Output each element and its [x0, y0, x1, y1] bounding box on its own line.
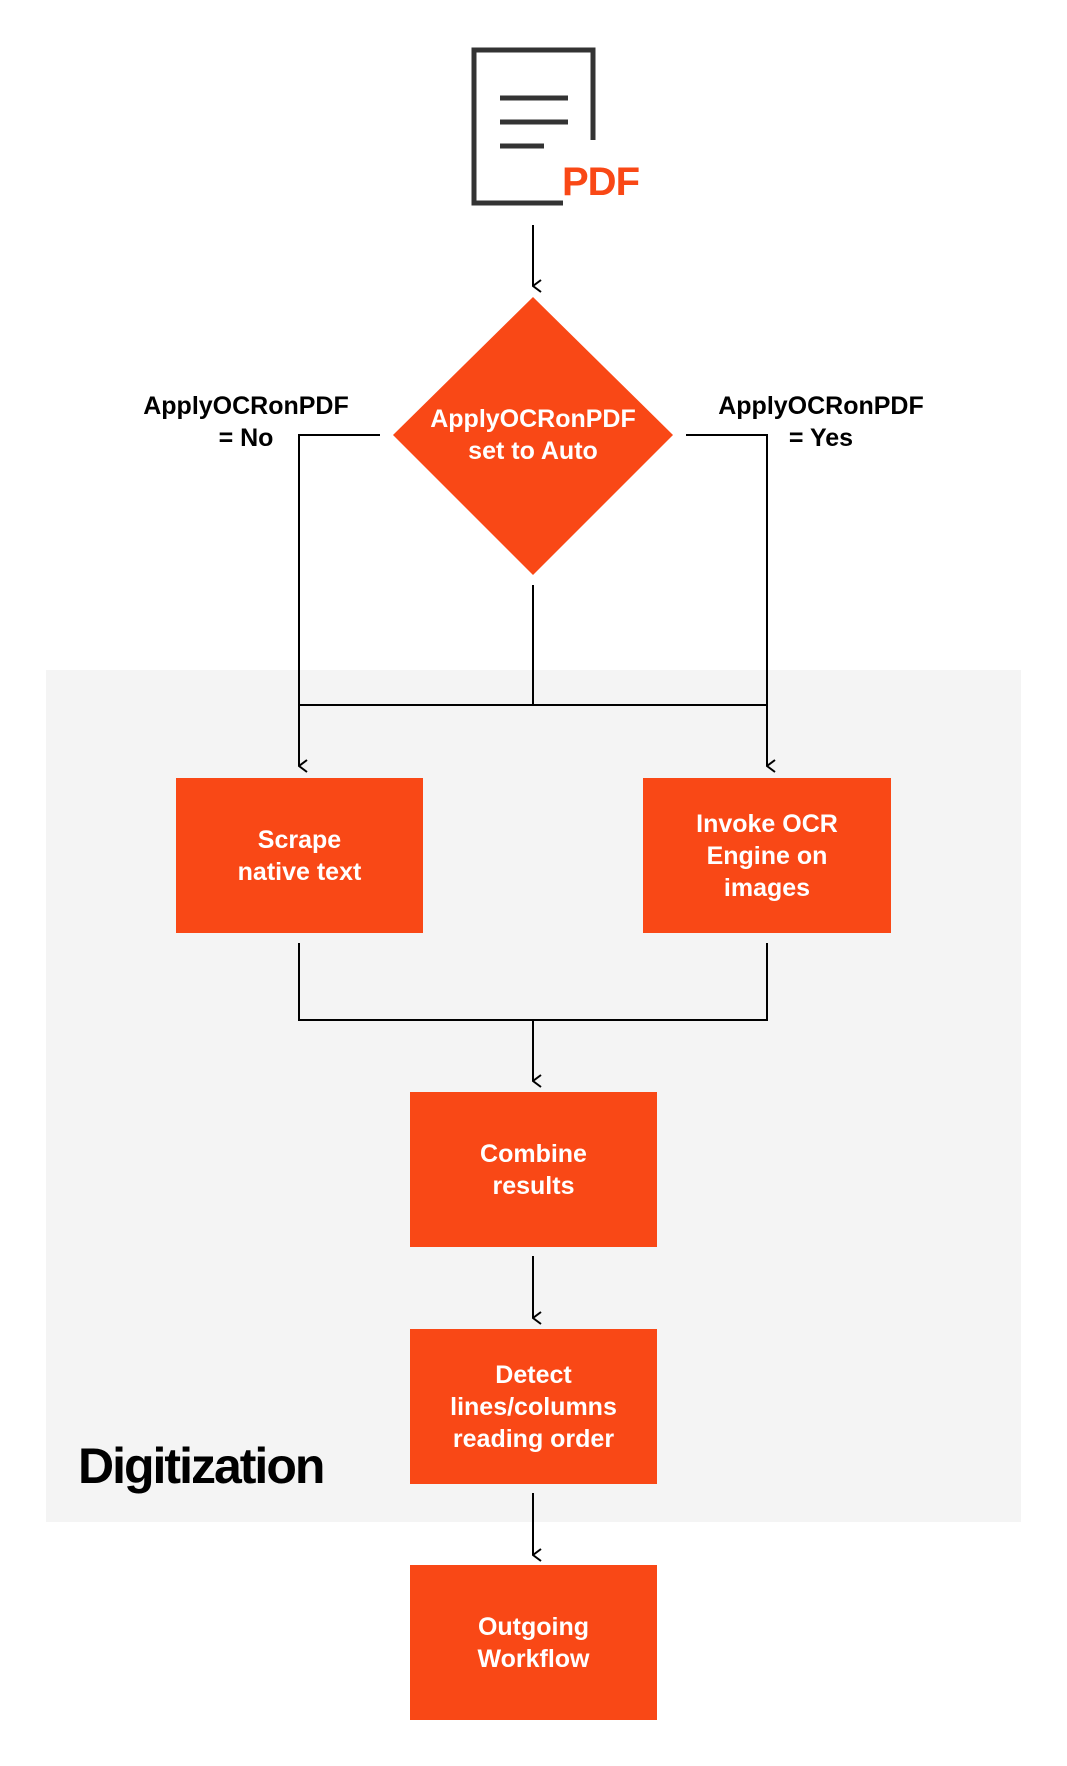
scrape-label: Scrape native text — [237, 825, 362, 886]
combine-box — [410, 1092, 657, 1247]
decision-diamond — [393, 297, 673, 575]
outgoing-label: Outgoing Workflow — [477, 1612, 590, 1673]
branch-no-label: ApplyOCRonPDF = No — [143, 392, 349, 452]
combine-label: Combine results — [480, 1139, 587, 1200]
detect-label: Detect lines/columns reading order — [450, 1360, 617, 1453]
pdf-label: PDF — [562, 160, 640, 204]
connector-yes-branch — [686, 434, 768, 705]
document-icon — [471, 47, 596, 206]
region-title: Digitization — [78, 1438, 325, 1494]
decision-label: ApplyOCRonPDF set to Auto — [430, 405, 636, 465]
connector-merge — [298, 943, 768, 1021]
scrape-box — [176, 778, 423, 933]
branch-yes-label: ApplyOCRonPDF = Yes — [718, 392, 924, 452]
connector-no-branch — [298, 434, 380, 705]
ocr-label: Invoke OCR Engine on images — [696, 809, 838, 902]
outgoing-box — [410, 1565, 657, 1720]
detect-box — [410, 1329, 657, 1484]
ocr-box — [643, 778, 891, 933]
